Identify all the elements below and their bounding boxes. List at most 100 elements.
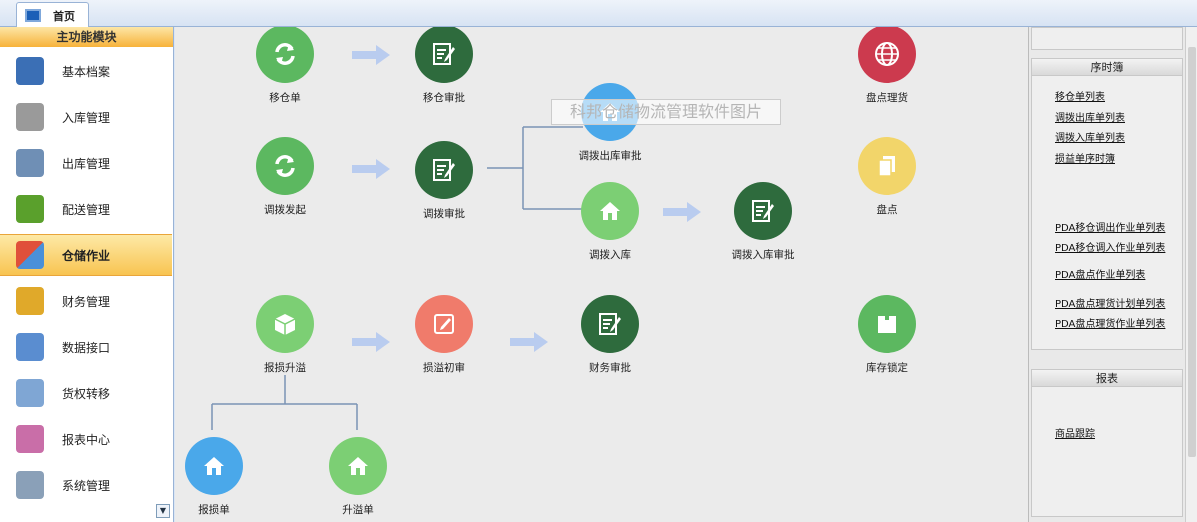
node-inventory-lock[interactable]: 库存锁定 — [827, 295, 947, 375]
sidebar-item-inbound[interactable]: 入库管理 — [0, 96, 172, 138]
sidebar-item-outbound[interactable]: 出库管理 — [0, 142, 172, 184]
link-pda-move-out-list[interactable]: PDA移仓调出作业单列表 — [1055, 223, 1166, 234]
node-label: 移仓审批 — [423, 92, 465, 104]
node-transfer-in[interactable]: 调拨入库 — [550, 182, 670, 262]
sidebar-item-label: 基本档案 — [62, 64, 111, 79]
connector-lines — [211, 126, 583, 430]
link-pda-check-plan-list[interactable]: PDA盘点理货计划单列表 — [1055, 299, 1166, 310]
monitor-icon — [25, 9, 41, 22]
node-move-order[interactable]: 移仓单 — [225, 27, 345, 105]
node-label: 调拨审批 — [423, 208, 465, 220]
link-move-order-list[interactable]: 移仓单列表 — [1055, 92, 1105, 103]
tab-home-label: 首页 — [53, 9, 75, 23]
node-label: 升溢单 — [342, 504, 374, 516]
node-label: 财务审批 — [589, 362, 631, 374]
node-inventory-check[interactable]: 盘点 — [827, 137, 947, 217]
refresh-icon — [256, 137, 314, 195]
sidebar-item-label: 入库管理 — [62, 110, 111, 125]
sidebar-item-label: 报表中心 — [62, 432, 111, 447]
link-transfer-out-list[interactable]: 调拨出库单列表 — [1055, 113, 1125, 124]
sidebar-title: 主功能模块 — [0, 27, 173, 47]
sidebar-item-ownership-transfer[interactable]: 货权转移 — [0, 372, 172, 414]
tab-home[interactable]: 首页 — [16, 2, 89, 28]
sidebar-item-label: 货权转移 — [62, 386, 111, 401]
node-label: 调拨入库审批 — [731, 249, 795, 261]
node-move-approve[interactable]: 移仓审批 — [384, 27, 504, 105]
link-pda-move-in-list[interactable]: PDA移仓调入作业单列表 — [1055, 243, 1166, 254]
edit-document-icon — [415, 141, 473, 199]
pencil-note-icon — [415, 295, 473, 353]
sidebar-item-warehouse-ops[interactable]: 仓储作业 — [0, 234, 172, 276]
refresh-icon — [256, 27, 314, 83]
right-arrow-icon — [663, 202, 701, 222]
node-loss-order[interactable]: 报损单 — [175, 437, 274, 517]
node-loss-gain[interactable]: 报损升溢 — [225, 295, 345, 375]
sidebar-item-finance[interactable]: 财务管理 — [0, 280, 172, 322]
watermark: 科邦仓储物流管理软件图片 — [551, 99, 781, 125]
globe-icon — [858, 27, 916, 83]
scrollbar-thumb[interactable] — [1188, 47, 1196, 457]
right-panel: 序时簿 移仓单列表 调拨出库单列表 调拨入库单列表 损益单序时簿 PDA移仓调出… — [1028, 27, 1185, 522]
fork-icon — [16, 195, 44, 223]
sidebar-item-data-interface[interactable]: 数据接口 — [0, 326, 172, 368]
sidebar-item-label: 系统管理 — [62, 478, 111, 493]
link-pda-check-work-list[interactable]: PDA盘点理货作业单列表 — [1055, 319, 1166, 330]
link-loss-gain-journal[interactable]: 损益单序时簿 — [1055, 154, 1115, 165]
node-gain-order[interactable]: 升溢单 — [298, 437, 418, 517]
link-product-tracking[interactable]: 商品跟踪 — [1055, 429, 1095, 440]
report-panel: 报表 — [1031, 369, 1183, 517]
node-transfer-in-approve[interactable]: 调拨入库审批 — [703, 182, 823, 262]
node-transfer-start[interactable]: 调拨发起 — [225, 137, 345, 217]
sidebar-item-system[interactable]: 系统管理 — [0, 464, 172, 506]
home-icon — [329, 437, 387, 495]
right-arrow-icon — [352, 159, 390, 179]
tools-icon — [16, 471, 44, 499]
link-pda-check-list[interactable]: PDA盘点作业单列表 — [1055, 270, 1146, 281]
home-icon — [581, 182, 639, 240]
node-label: 移仓单 — [269, 92, 301, 104]
calendar-icon — [16, 333, 44, 361]
edit-document-icon — [581, 295, 639, 353]
sidebar-item-label: 配送管理 — [62, 202, 111, 217]
home-icon — [185, 437, 243, 495]
workflow-canvas: 移仓单 移仓审批 调拨发起 调拨审批 调拨出库审批 调拨入库 调拨入库审批 报损… — [175, 27, 1028, 522]
node-label: 报损升溢 — [264, 362, 306, 374]
coins-icon — [16, 287, 44, 315]
calculator-icon — [16, 149, 44, 177]
node-label: 调拨入库 — [589, 249, 631, 261]
journal-panel-title: 序时簿 — [1032, 59, 1182, 76]
vertical-scrollbar[interactable] — [1185, 27, 1197, 522]
box-open-icon — [858, 295, 916, 353]
sidebar-item-delivery[interactable]: 配送管理 — [0, 188, 172, 230]
cart-add-icon — [16, 103, 44, 131]
chevron-down-icon[interactable]: ▼ — [156, 504, 170, 518]
tab-bar: 首页 — [0, 0, 1197, 28]
sidebar-item-basic-archive[interactable]: 基本档案 — [0, 50, 172, 92]
right-arrow-icon — [352, 45, 390, 65]
right-arrow-icon — [510, 332, 548, 352]
node-transfer-approve[interactable]: 调拨审批 — [384, 141, 504, 221]
node-label: 损溢初审 — [423, 362, 465, 374]
node-label: 盘点 — [876, 204, 898, 216]
right-arrow-icon — [352, 332, 390, 352]
report-panel-title: 报表 — [1032, 370, 1182, 387]
documents-icon — [858, 137, 916, 195]
sidebar-item-label: 财务管理 — [62, 294, 111, 309]
sidebar-item-label: 仓储作业 — [62, 248, 111, 263]
edit-document-icon — [734, 182, 792, 240]
table-icon — [16, 379, 44, 407]
link-transfer-in-list[interactable]: 调拨入库单列表 — [1055, 133, 1125, 144]
grid-blocks-icon — [16, 241, 44, 269]
node-label: 调拨出库审批 — [578, 150, 642, 162]
sidebar: 主功能模块 基本档案 入库管理 出库管理 配送管理 仓储作业 财务管理 数据接口… — [0, 27, 174, 522]
sidebar-item-label: 出库管理 — [62, 156, 111, 171]
node-loss-first-review[interactable]: 损溢初审 — [384, 295, 504, 375]
archive-icon — [16, 57, 44, 85]
edit-document-icon — [415, 27, 473, 83]
right-panel-top-box — [1031, 27, 1183, 50]
node-label: 调拨发起 — [264, 204, 306, 216]
chart-icon — [16, 425, 44, 453]
node-inventory-check-adjust[interactable]: 盘点理货 — [827, 27, 947, 105]
sidebar-item-reports[interactable]: 报表中心 — [0, 418, 172, 460]
node-finance-approve[interactable]: 财务审批 — [550, 295, 670, 375]
